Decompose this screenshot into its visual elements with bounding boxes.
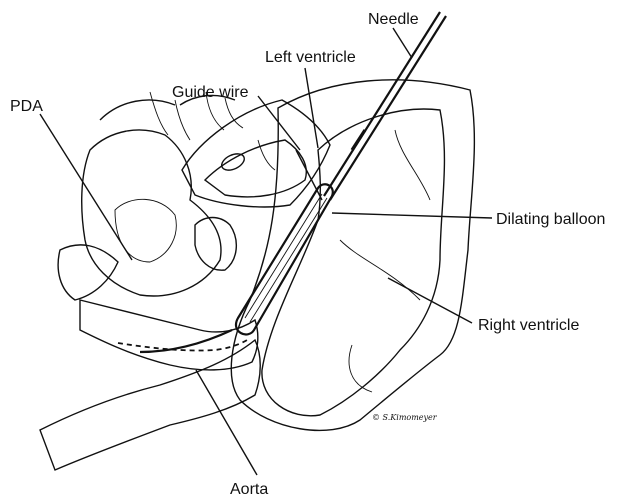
artist-signature: © S.Kimomeyer [372,413,438,422]
label-pda: PDA [10,98,43,115]
right-ventricle-leader [388,278,472,323]
aorta-leader [196,370,257,475]
pda-leader [40,114,132,260]
aorta [40,300,260,470]
label-right-ventricle: Right ventricle [478,317,579,334]
needle [324,12,446,200]
needle-leader [393,28,412,58]
left-ventricle [182,100,330,207]
pda-vessels [58,92,243,300]
label-aorta: Aorta [230,481,268,498]
dilating-balloon [140,184,333,352]
label-dilating-balloon: Dilating balloon [496,211,605,228]
dilating-balloon-leader [332,213,492,218]
label-guide-wire: Guide wire [172,84,249,101]
guide-wire-leader [258,96,300,150]
left-ventricle-leader [305,68,318,148]
label-needle: Needle [368,11,419,28]
label-left-ventricle: Left ventricle [265,49,356,66]
right-ventricle-wall [231,80,474,431]
